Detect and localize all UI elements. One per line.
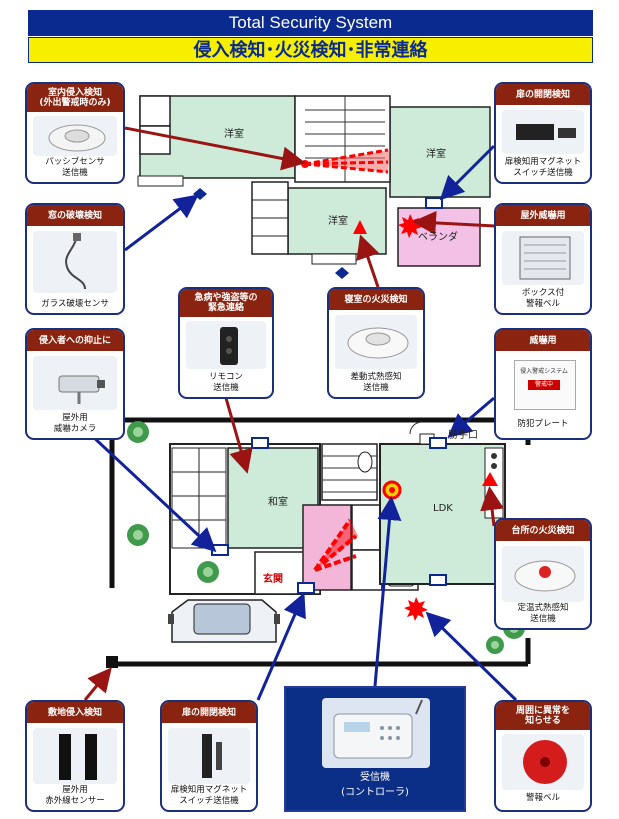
card-title: 敷地侵入検知 (47, 707, 102, 718)
page-title: Total Security System (28, 10, 593, 36)
card-caption: 扉検知用マグネットスイッチ送信機 (504, 157, 582, 178)
card-caption: 定温式熱感知送信機 (517, 603, 569, 624)
card-header: 台所の火災検知 (496, 520, 590, 541)
card-header: 屋外威嚇用 (496, 205, 590, 226)
card-title: 室内侵入検知 (47, 88, 102, 98)
room-label-upper-right: 洋室 (426, 149, 446, 160)
card-caption: 屋外用威嚇カメラ (53, 413, 97, 434)
plate-badge: 警戒中 (528, 380, 560, 390)
card-caption: 屋外用赤外線センサー (45, 785, 105, 806)
card-remote: 急病や強盗等の 緊急連絡 リモコン送信機 (178, 287, 274, 399)
card-caption: ボックス付警報ベル (521, 288, 565, 309)
card-title: 威嚇用 (529, 335, 557, 346)
card-caption: リモコン送信機 (208, 372, 243, 393)
card-door-sensor-bottom: 扉の開閉検知 扉検知用マグネットスイッチ送信機 (160, 700, 258, 812)
card-title: 台所の火災検知 (511, 525, 575, 536)
room-label-ldk: LDK (433, 503, 453, 514)
card-title: 侵入者への抑止に (38, 335, 111, 346)
page-subtitle: 侵入検知･火災検知･非常連絡 (28, 37, 593, 63)
card-caption: パッシブセンサ送信機 (45, 157, 105, 178)
card-perimeter-sensor: 敷地侵入検知 屋外用赤外線センサー (25, 700, 125, 812)
card-header: 敷地侵入検知 (27, 702, 123, 723)
card-title: 周囲に異常を (515, 706, 570, 716)
alarm-bell-icon (502, 734, 584, 790)
room-label-back-door: 勝手口 (448, 430, 478, 441)
room-label-upper-left: 洋室 (224, 129, 244, 140)
remote-icon (186, 321, 266, 369)
card-caption: ガラス破壊センサ (41, 299, 109, 309)
room-label-veranda: ベランダ (418, 232, 458, 243)
card-alarm-bell: 周囲に異常を 知らせる 警報ベル (494, 700, 592, 812)
card-header: 寝室の火災検知 (329, 289, 423, 310)
card-caption: 防犯プレート (517, 419, 569, 429)
plate-title: 侵入警戒システム (520, 368, 568, 375)
card-plate: 威嚇用 侵入警戒システム 警戒中 防犯プレート (494, 328, 592, 440)
card-camera: 侵入者への抑止に 屋外用威嚇カメラ (25, 328, 125, 440)
card-header: 室内侵入検知 (外出警戒時のみ) (27, 84, 123, 112)
card-header: 侵入者への抑止に (27, 330, 123, 351)
card-caption: 扉検知用マグネットスイッチ送信機 (170, 785, 248, 806)
card-caption: 差動式熱感知送信機 (350, 372, 402, 393)
room-label-upper-center: 洋室 (328, 216, 348, 227)
second-floor (137, 95, 491, 279)
card-header: 扉の開閉検知 (496, 84, 590, 105)
room-label-entrance: 玄関 (263, 574, 283, 585)
card-title: 扉の開閉検知 (181, 707, 236, 718)
magnet-switch-icon (502, 110, 584, 154)
receiver-caption: 受信機(コントローラ) (341, 772, 409, 798)
camera-icon (33, 356, 117, 410)
first-floor (106, 417, 531, 668)
plate-icon: 侵入警戒システム 警戒中 (502, 356, 584, 416)
glass-sensor-icon (33, 231, 117, 293)
card-title: 扉の開閉検知 (515, 89, 570, 100)
passive-sensor-icon (33, 116, 117, 156)
heat-detector-icon (502, 546, 584, 602)
card-bedroom-fire: 寝室の火災検知 差動式熱感知送信機 (327, 287, 425, 399)
card-header: 窓の破壊検知 (27, 205, 123, 226)
card-header: 威嚇用 (496, 330, 590, 351)
card-title: 窓の破壊検知 (47, 210, 102, 221)
card-title: 急病や強盗等の (194, 293, 258, 303)
card-header: 周囲に異常を 知らせる (496, 702, 590, 730)
card-title-sub: 知らせる (525, 716, 561, 726)
heat-detector-icon (335, 315, 417, 369)
card-caption: 警報ベル (525, 793, 560, 803)
alarm-box-icon (502, 231, 584, 285)
connector-arrows (83, 126, 518, 702)
card-passive-sensor: 室内侵入検知 (外出警戒時のみ) パッシブセンサ送信機 (25, 82, 125, 184)
card-title: 屋外威嚇用 (520, 210, 566, 221)
room-label-japanese-room: 和室 (268, 497, 288, 508)
receiver-panel: 受信機(コントローラ) (284, 686, 466, 812)
card-title-sub: 緊急連絡 (207, 303, 244, 313)
card-title: 寝室の火災検知 (344, 294, 408, 305)
card-kitchen-fire: 台所の火災検知 定温式熱感知送信機 (494, 518, 592, 630)
magnet-switch-icon (168, 728, 250, 784)
card-alarm-box: 屋外威嚇用 ボックス付警報ベル (494, 203, 592, 315)
card-door-sensor-top: 扉の開閉検知 扉検知用マグネットスイッチ送信機 (494, 82, 592, 184)
receiver-icon (322, 698, 430, 768)
card-header: 扉の開閉検知 (162, 702, 256, 723)
card-glass-sensor: 窓の破壊検知 ガラス破壊センサ (25, 203, 125, 315)
card-title-sub: (外出警戒時のみ) (39, 98, 111, 108)
card-header: 急病や強盗等の 緊急連絡 (180, 289, 272, 317)
infrared-sensor-icon (33, 728, 117, 784)
